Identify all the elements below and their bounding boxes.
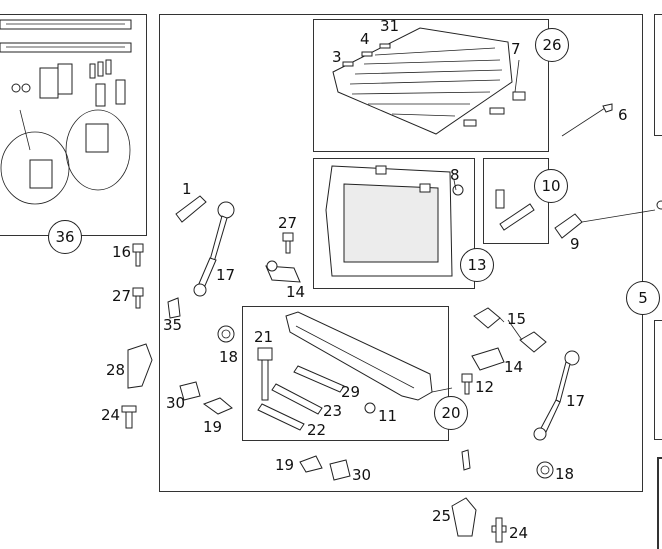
callout-27a: 27: [278, 214, 298, 232]
callout-18a: 18: [219, 348, 239, 366]
hinge-1: [175, 195, 207, 223]
rail-part: [0, 19, 132, 53]
clip-bottom: [461, 449, 471, 471]
callout-27b: 27: [112, 287, 132, 305]
hw-25: [451, 497, 477, 537]
clip-19b: [299, 455, 323, 473]
spoiler: [257, 311, 433, 431]
bracket-14b: [471, 347, 505, 371]
group-marker-5: 5: [626, 281, 660, 315]
gas-strut-left: [193, 201, 235, 297]
tailgate-frame: [325, 165, 464, 277]
hw-27b: [132, 287, 144, 309]
callout-29: 29: [341, 383, 361, 401]
callout-3: 3: [332, 48, 342, 66]
lock-latch: [554, 200, 662, 239]
hw-24b: [491, 517, 507, 543]
callout-24a: 24: [101, 406, 121, 424]
cable-loops: [0, 109, 131, 205]
right-edge-frame-top: [654, 14, 662, 136]
leader-lines: [431, 59, 523, 393]
callout-14a: 14: [286, 283, 306, 301]
callout-15: 15: [507, 310, 527, 328]
antenna-part: [561, 103, 613, 137]
group-marker-36: 36: [48, 220, 82, 254]
callout-16: 16: [112, 243, 132, 261]
callout-30a: 30: [166, 394, 186, 412]
callout-17b: 17: [566, 392, 586, 410]
callout-9: 9: [570, 235, 580, 253]
right-edge-frame-mid: [654, 320, 662, 440]
callout-23: 23: [323, 402, 343, 420]
hw-28: [127, 343, 153, 389]
callout-7: 7: [511, 40, 521, 58]
nut-18a: [217, 325, 235, 343]
callout-25: 25: [432, 507, 452, 525]
gas-strut-right: [533, 350, 580, 441]
pads-15: [473, 307, 547, 353]
callout-35: 35: [163, 316, 183, 334]
assembly-13-frame: [313, 158, 475, 289]
callout-14b: 14: [504, 358, 524, 376]
clip-19a: [202, 397, 233, 415]
callout-22: 22: [307, 421, 327, 439]
hw-24a: [121, 405, 137, 429]
callout-21: 21: [254, 328, 274, 346]
callout-8: 8: [450, 166, 460, 184]
callout-4: 4: [360, 30, 370, 48]
callout-18b: 18: [555, 465, 575, 483]
callout-24b: 24: [509, 524, 529, 542]
callout-31: 31: [380, 17, 400, 35]
callout-11: 11: [378, 407, 398, 425]
callout-28: 28: [106, 361, 126, 379]
right-edge-frame-bottom: [657, 457, 662, 549]
bracket-14a: [265, 260, 301, 283]
callout-12: 12: [475, 378, 495, 396]
main-assembly-frame: [159, 14, 643, 492]
callout-19a: 19: [203, 418, 223, 436]
hw-35: [167, 297, 181, 319]
group-marker-10: 10: [534, 169, 568, 203]
assembly-26-frame: [313, 19, 549, 152]
hw-16: [132, 243, 144, 267]
callout-30b: 30: [352, 466, 372, 484]
group-marker-20: 20: [434, 396, 468, 430]
trim-strip-part: [495, 189, 535, 231]
group-marker-26: 26: [535, 28, 569, 62]
callout-1: 1: [182, 180, 192, 198]
assembly-20-frame: [242, 306, 449, 441]
clip-30a: [179, 381, 201, 401]
nut-18b: [536, 461, 554, 479]
small-hardware-cluster: [11, 59, 126, 107]
callout-17a: 17: [216, 266, 236, 284]
callout-6: 6: [618, 106, 628, 124]
group-marker-13: 13: [460, 248, 494, 282]
roof-panel: [332, 27, 526, 135]
clip-30b: [329, 459, 351, 481]
bolt-12: [461, 373, 473, 395]
bolt-27: [282, 232, 294, 254]
callout-19b: 19: [275, 456, 295, 474]
